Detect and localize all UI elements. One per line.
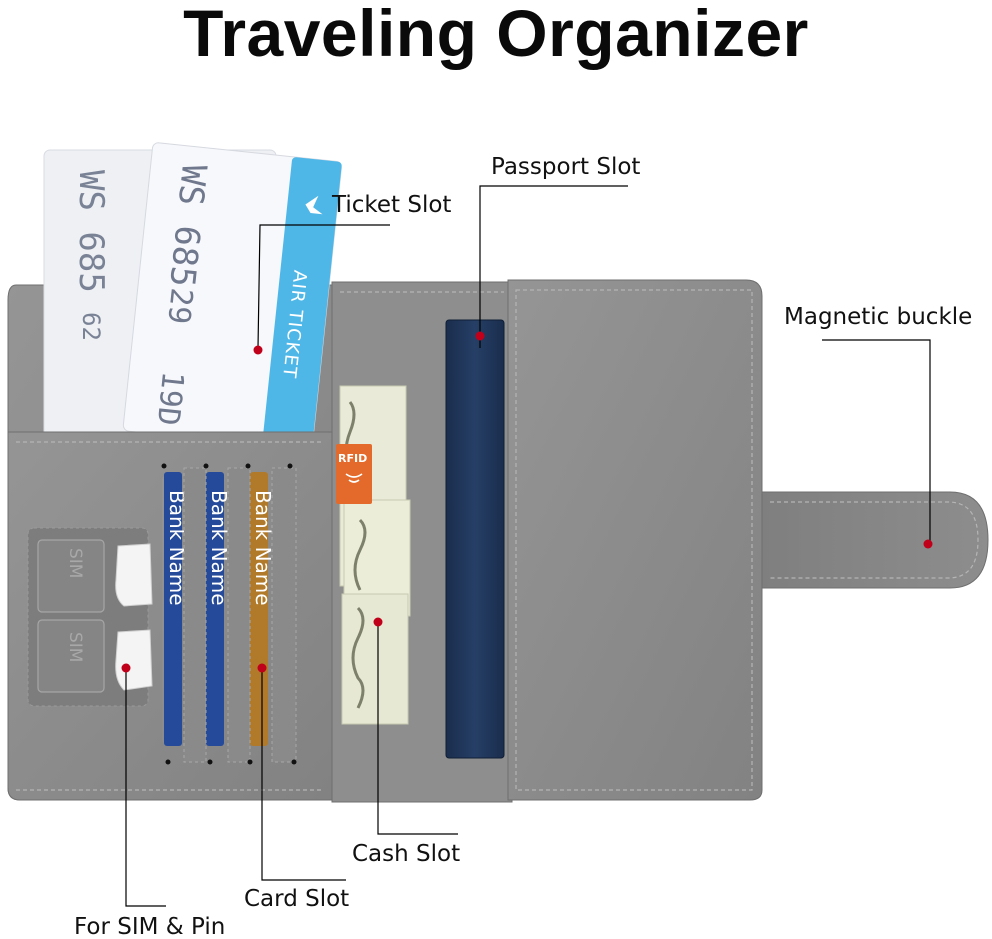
callout-magnetic-buckle: Magnetic buckle (784, 304, 972, 330)
rfid-wave-icon (345, 473, 363, 483)
right-flap (507, 279, 763, 801)
leader-cash-slot (377, 620, 458, 835)
card-slots: Bank Name Bank Name Bank Name (161, 463, 297, 765)
ticket-seat-code: 19D (150, 370, 190, 428)
leader-passport-slot (479, 185, 628, 348)
callout-ticket-slot: Ticket Slot (331, 192, 451, 218)
cash-bills: RFID (336, 385, 411, 725)
dot-magnetic-buckle (923, 539, 933, 549)
dot-passport-slot (475, 331, 485, 341)
card-2-bank-label: Bank Name (207, 490, 231, 606)
sim-card-bottom (115, 629, 153, 691)
ticket-gate-number: 29 (160, 286, 199, 326)
magnetic-buckle-tab (761, 491, 989, 589)
ticket-front: WS 685 29 19D AIR TICKET (122, 142, 342, 451)
leader-magnetic-buckle (822, 339, 931, 542)
leader-ticket-slot (257, 224, 390, 349)
airplane-icon (305, 195, 323, 215)
callout-sim-pin: For SIM & Pin (74, 914, 225, 939)
card-3-bank-label: Bank Name (251, 490, 275, 606)
sim-holder: SIM SIM (27, 527, 153, 707)
passport (445, 319, 505, 759)
rfid-label: RFID (338, 452, 367, 465)
rfid-badge (336, 444, 372, 504)
dot-sim-pin (121, 663, 131, 673)
callout-card-slot: Card Slot (244, 886, 349, 912)
callout-passport-slot: Passport Slot (491, 154, 640, 180)
marker-dots (121, 331, 933, 673)
ticket-back-flight-code: WS 685 (71, 170, 111, 293)
leader-card-slot (261, 670, 346, 881)
sim-card-top (115, 543, 153, 607)
page-title: Traveling Organizer (183, 0, 809, 70)
card-blue-1 (164, 472, 182, 746)
sim-label-bottom: SIM (65, 632, 85, 662)
leader-sim-pin (125, 670, 166, 907)
dot-card-slot (257, 663, 267, 673)
dot-cash-slot (373, 617, 383, 627)
card-gold (250, 472, 268, 746)
callout-cash-slot: Cash Slot (352, 841, 460, 867)
leader-lines (125, 185, 931, 907)
sim-label-top: SIM (65, 548, 85, 578)
ticket-back-mirrored-mark: 62 (77, 312, 105, 341)
card-blue-2 (206, 472, 224, 746)
dot-ticket-slot (253, 345, 263, 355)
